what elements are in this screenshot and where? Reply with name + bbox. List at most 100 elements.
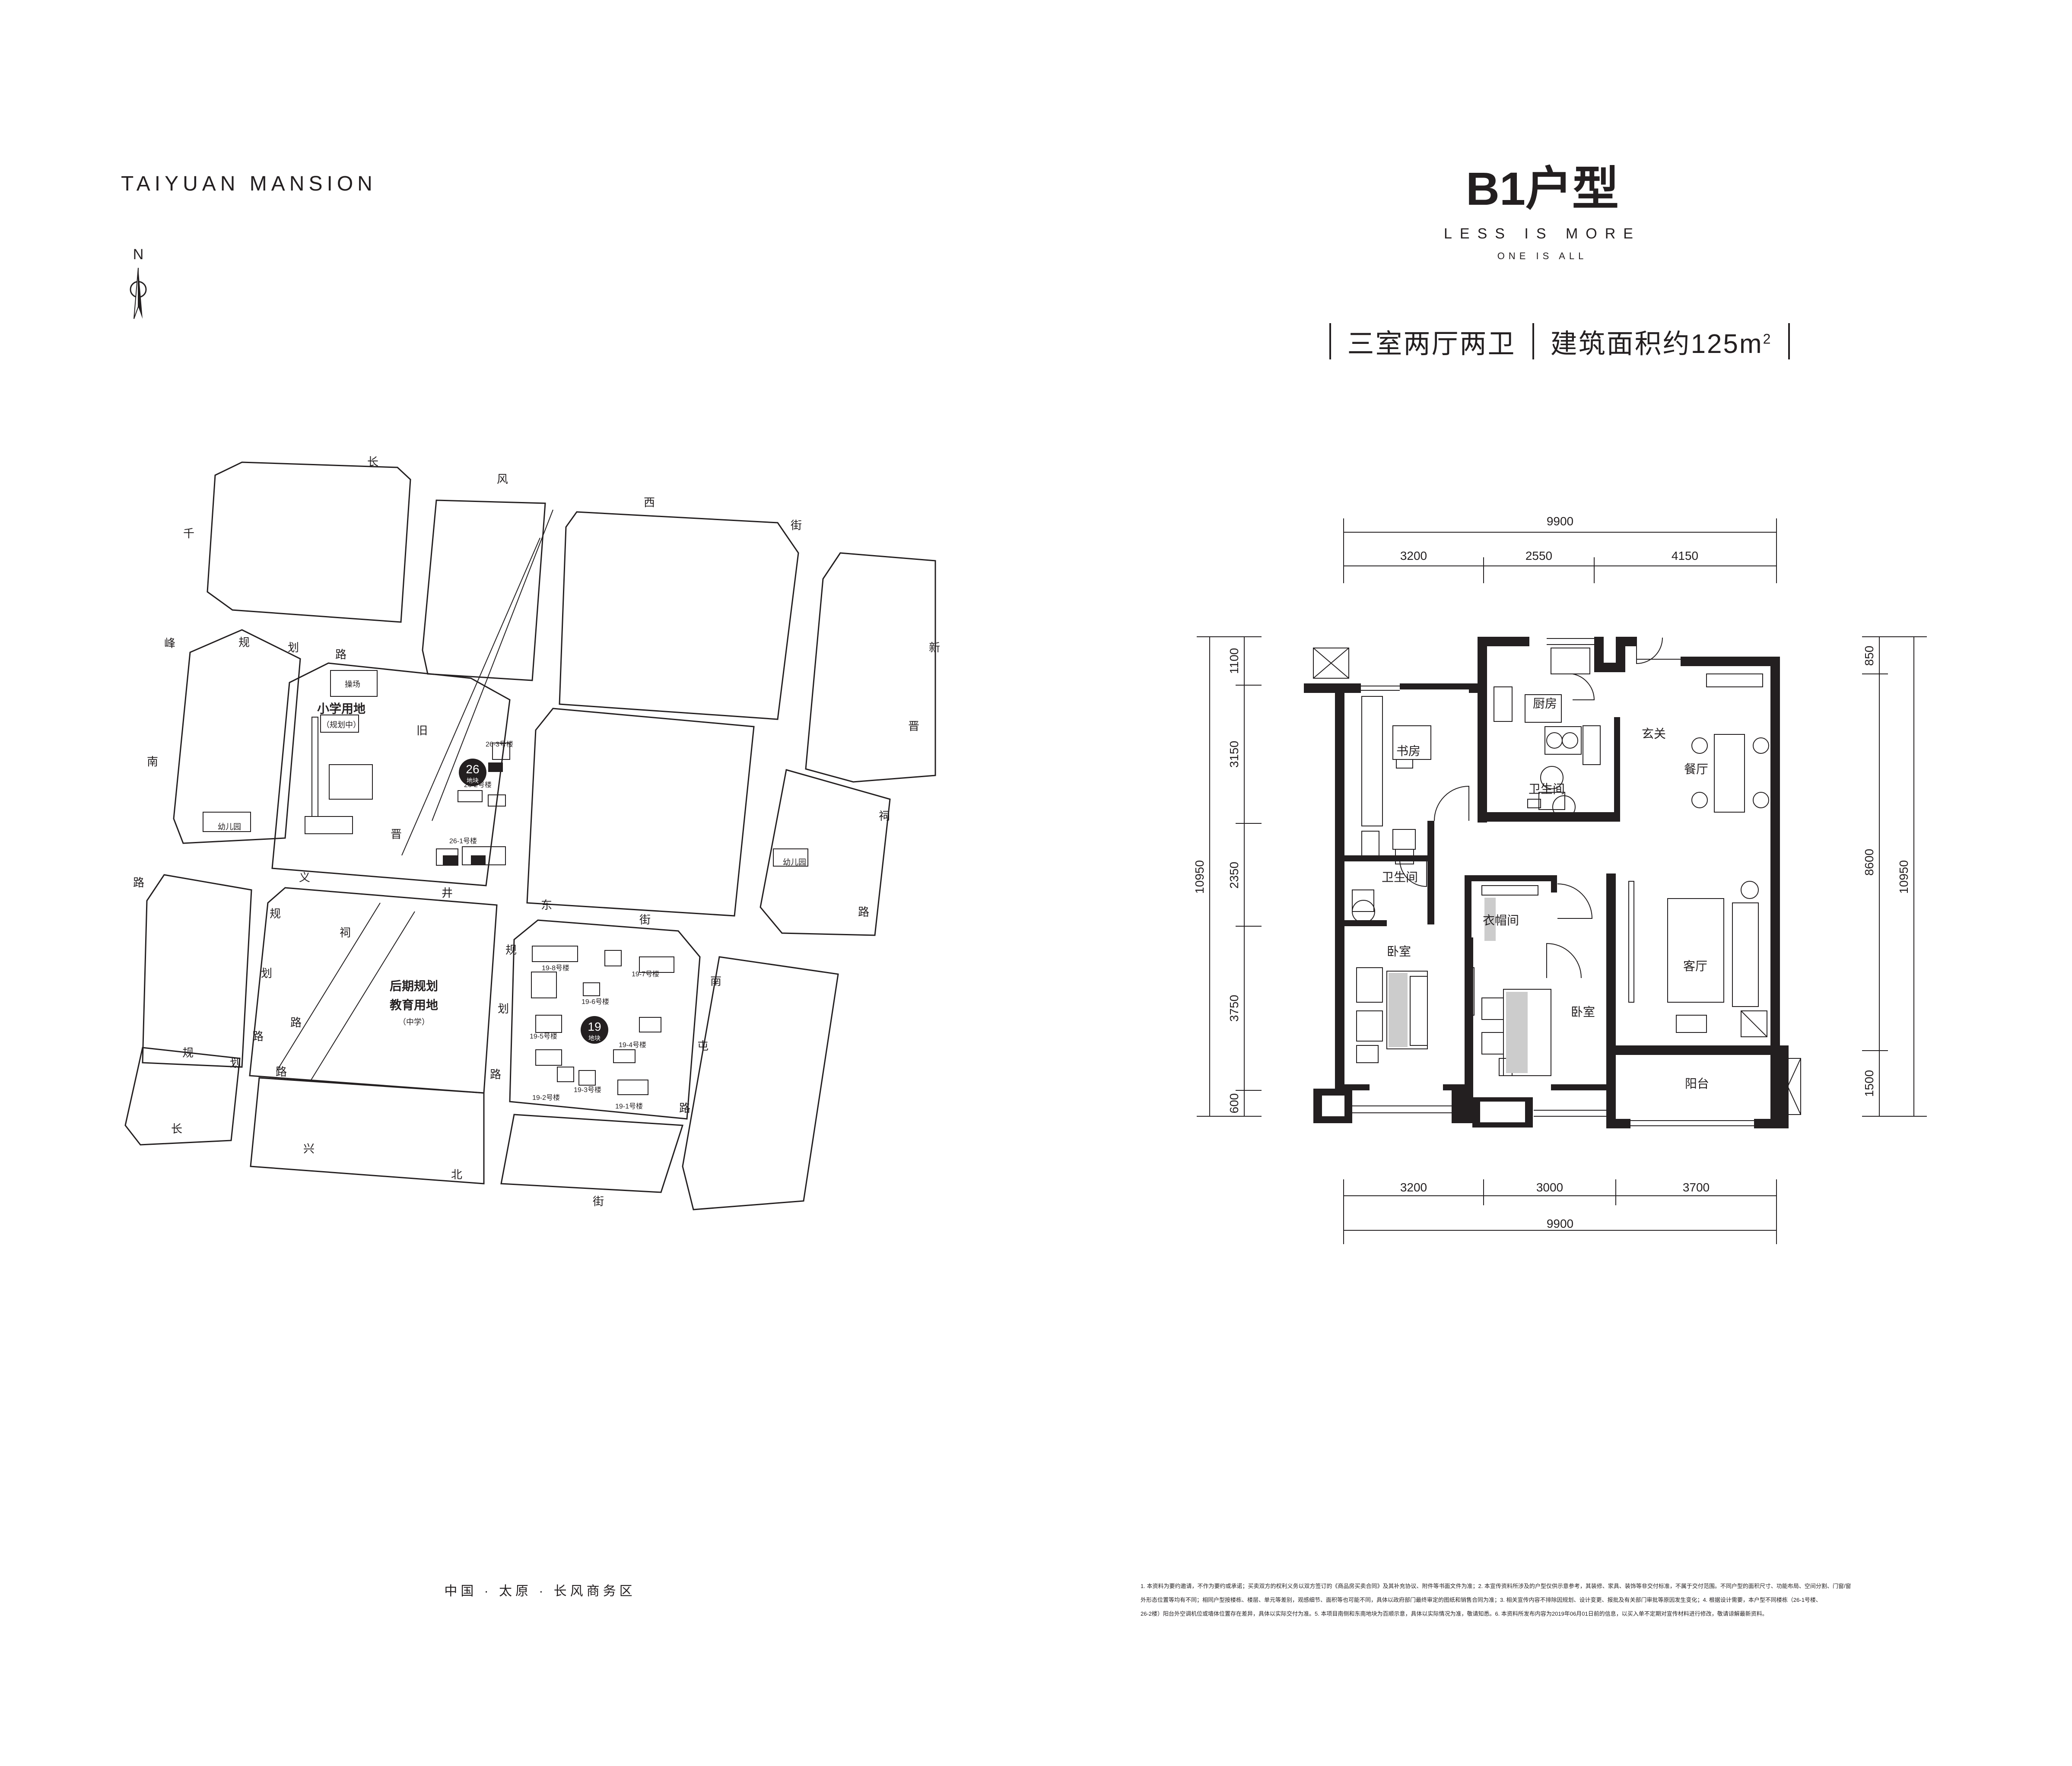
disclaimer-line-3: 26-2楼）阳台外空调机位或墙体位置存在差异，具体以实际交付为准。5. 本项目南…	[1141, 1610, 1768, 1617]
building-19-3: 19-3号楼	[574, 1086, 601, 1094]
road-yijing-2: 井	[442, 886, 453, 899]
dim-bottom-2: 3000	[1536, 1181, 1563, 1194]
dim-left-1: 1100	[1227, 648, 1241, 674]
road-guihua-m-2: 划	[498, 1002, 509, 1015]
road-planned-n-2: 划	[288, 641, 299, 654]
road-qianfeng-2: 峰	[164, 637, 175, 650]
compass-north-label: N	[133, 246, 144, 263]
road-qianfeng-4: 路	[133, 876, 144, 889]
brand-title: TAIYUAN MANSION	[121, 172, 377, 195]
road-guihua-w-1: 规	[270, 907, 281, 920]
room-entrance: 玄关	[1642, 727, 1666, 740]
road-nantun-3: 路	[679, 1102, 690, 1115]
label-future-2: 教育用地	[390, 998, 438, 1012]
room-labels: 厨房 玄关 书房 卫生间 餐厅 卫生间 衣帽间 客厅 卧室 卧室 阳台	[1382, 697, 1709, 1090]
building-19-6: 19-6号楼	[582, 998, 609, 1006]
divider	[1788, 323, 1790, 359]
dimension-text-bottom: 3200 3000 3700 9900	[1400, 1181, 1710, 1230]
dimension-lines-bottom	[1343, 1179, 1777, 1244]
road-xinjinci-2: 晋	[908, 720, 919, 733]
room-study: 书房	[1396, 744, 1421, 758]
room-bath-2: 卫生间	[1382, 870, 1418, 884]
road-xinjinci-1: 新	[929, 641, 940, 654]
site-black-blocks	[459, 759, 608, 1044]
dim-left-4: 3750	[1227, 995, 1241, 1022]
road-guihua-m-1: 规	[505, 943, 517, 956]
road-yijing-3: 东	[541, 899, 552, 912]
road-guihua-w-3: 路	[252, 1030, 264, 1043]
road-changfeng-3: 西	[644, 496, 655, 509]
dim-top-total: 9900	[1547, 515, 1573, 528]
building-26-2: 26-2号楼	[464, 781, 492, 789]
road-yijing-4: 街	[639, 913, 651, 926]
slogan-sub: ONE IS ALL	[1497, 251, 1588, 261]
building-19-4: 19-4号楼	[619, 1041, 646, 1049]
building-19-7: 19-7号楼	[632, 970, 659, 978]
dim-top-1: 3200	[1400, 549, 1427, 562]
site-map: 长 风 西 街 千 峰 南 路 规 划 路 旧 晋 新 晋 祠 路 义 井 东 …	[124, 455, 940, 1210]
dim-left-total: 10950	[1193, 860, 1206, 894]
disclaimer-line-2: 外形态位置等均有不同；相同户型按楼栋、楼层、单元等差别，观感细节、面积等也可能不…	[1141, 1597, 1821, 1603]
dim-top-3: 4150	[1672, 549, 1698, 562]
dim-left-3: 2350	[1227, 862, 1241, 889]
road-jinci-1: 祠	[340, 926, 351, 939]
label-primary-school-sub: （规划中）	[322, 721, 361, 729]
label-kindergarten-left: 幼儿园	[218, 823, 241, 831]
floor-plan: 9900 3200 2550 4150 3200 3000 3700 9900 …	[1193, 515, 1927, 1244]
doors	[1399, 637, 1663, 978]
road-planned-n-3: 路	[335, 648, 346, 661]
dim-left-5: 600	[1227, 1093, 1241, 1114]
road-xinjinci-3: 祠	[879, 810, 890, 823]
room-bedroom-2: 卧室	[1571, 1005, 1595, 1019]
dim-bottom-1: 3200	[1400, 1181, 1427, 1194]
room-bath-1: 卫生间	[1529, 782, 1565, 796]
region-label: 中国 · 太原 · 长风商务区	[444, 1584, 636, 1598]
label-future-3: （中学）	[398, 1018, 429, 1026]
road-yijing-1: 义	[299, 871, 310, 884]
road-jinci-2: 路	[290, 1016, 302, 1029]
road-nantun-2: 屯	[697, 1039, 709, 1052]
dim-top-2: 2550	[1525, 549, 1552, 562]
dimension-text-left: 10950 1100 3150 2350 3750 600	[1193, 648, 1241, 1113]
slogan-main: LESS IS MORE	[1444, 226, 1641, 242]
building-19-8: 19-8号楼	[542, 964, 569, 972]
divider	[1532, 323, 1534, 359]
road-changxing-3: 北	[451, 1168, 462, 1181]
dimension-lines-right	[1862, 636, 1927, 1117]
dimension-lines-top	[1343, 518, 1777, 583]
road-guihua-s-3: 路	[276, 1065, 287, 1078]
road-planned-n-1: 规	[238, 636, 250, 649]
dim-left-2: 3150	[1227, 741, 1241, 768]
plot-19-number: 19	[588, 1020, 601, 1033]
label-kindergarten-right: 幼儿园	[783, 858, 806, 867]
building-19-1: 19-1号楼	[615, 1102, 643, 1110]
room-living: 客厅	[1683, 959, 1707, 973]
room-kitchen: 厨房	[1533, 697, 1557, 710]
building-26-1: 26-1号楼	[449, 837, 477, 845]
dim-right-1: 850	[1862, 646, 1876, 666]
hatched-areas	[1389, 898, 1528, 1073]
plot-19-buildings	[531, 946, 674, 1095]
wall-openings	[1322, 1096, 1525, 1122]
road-changxing-4: 街	[593, 1195, 604, 1208]
disclaimer: 1. 本资料为要约邀请，不作为要约或承诺；买卖双方的权利义务以双方签订的《商品房…	[1141, 1579, 1970, 1621]
diagonal-roads	[276, 509, 553, 1080]
room-bedroom-1: 卧室	[1387, 945, 1411, 958]
label-future-1: 后期规划	[390, 979, 438, 993]
label-playground: 操场	[345, 680, 360, 689]
road-qianfeng-3: 南	[147, 755, 158, 768]
building-26-3: 26-3号楼	[486, 740, 513, 748]
road-guihua-s-2: 划	[230, 1057, 241, 1070]
dim-bottom-total: 9900	[1547, 1217, 1573, 1230]
room-closet: 衣帽间	[1483, 914, 1519, 927]
building-19-5: 19-5号楼	[530, 1032, 557, 1040]
road-changxing-2: 兴	[303, 1142, 315, 1155]
label-primary-school: 小学用地	[317, 702, 365, 715]
room-dining: 餐厅	[1684, 762, 1708, 776]
windows	[1313, 638, 1801, 1126]
road-changfeng-4: 街	[791, 519, 802, 532]
road-guihua-m-3: 路	[490, 1068, 501, 1081]
room-layout: 三室两厅两卫	[1347, 329, 1516, 359]
dimension-text-right: 850 8600 1500 10950	[1862, 646, 1910, 1097]
dim-right-3: 1500	[1862, 1070, 1876, 1097]
